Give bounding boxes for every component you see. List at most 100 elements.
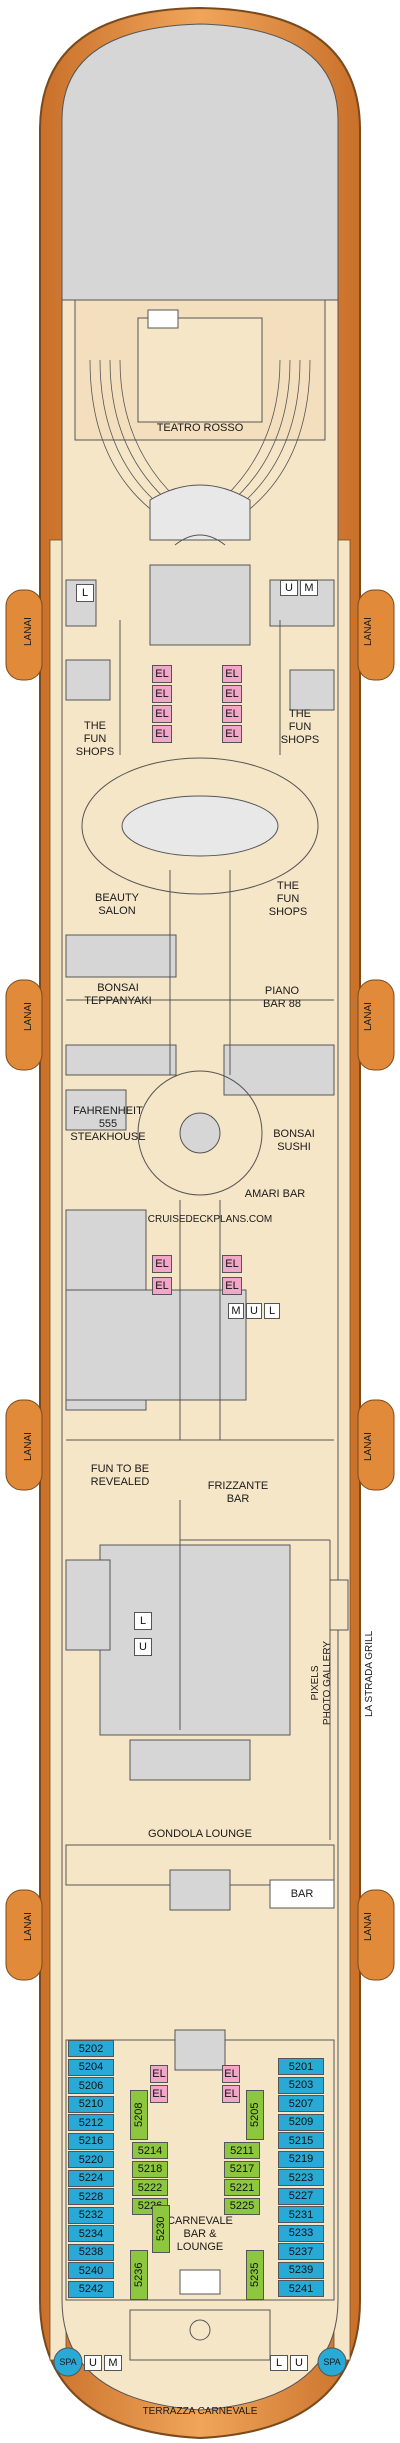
elevator: EL <box>222 1255 242 1273</box>
cabin-5234[interactable]: 5234 <box>68 2225 114 2242</box>
lift-u: U <box>280 580 298 596</box>
cabin-5233[interactable]: 5233 <box>278 2224 324 2242</box>
cabin-5215[interactable]: 5215 <box>278 2132 324 2149</box>
cabin-5201[interactable]: 5201 <box>278 2058 324 2075</box>
elevator: EL <box>152 705 172 723</box>
cabin-5207[interactable]: 5207 <box>278 2095 324 2112</box>
spa-right-label[interactable]: SPA <box>323 2357 341 2367</box>
lift-m: M <box>228 1303 244 1319</box>
lanai-bump <box>357 979 395 1071</box>
cabin-vertical[interactable]: 5235 <box>246 2250 264 2300</box>
elevator: EL <box>152 725 172 743</box>
cabin-5211[interactable]: 5211 <box>224 2142 260 2159</box>
lanai-bump <box>357 1889 395 1981</box>
amari-bar-label[interactable]: AMARI BAR <box>244 1188 306 1200</box>
cabin-5219[interactable]: 5219 <box>278 2150 324 2168</box>
elevator: EL <box>152 685 172 703</box>
lanai-label: LANAI <box>363 1002 374 1031</box>
fun-revealed-label[interactable]: FUN TO BE REVEALED <box>90 1463 150 1488</box>
lanai-bump <box>357 1399 395 1491</box>
cabin-5220[interactable]: 5220 <box>68 2151 114 2168</box>
lift-u: U <box>134 1638 152 1656</box>
fahrenheit-label[interactable]: FAHRENHEIT 555 STEAKHOUSE <box>70 1105 146 1143</box>
cabin-5228[interactable]: 5228 <box>68 2188 114 2205</box>
elevator: EL <box>222 1277 242 1295</box>
elevator: EL <box>152 1255 172 1273</box>
teatro-rosso-label[interactable]: TEATRO ROSSO <box>156 422 244 434</box>
carnevale-label[interactable]: CARNEVALE BAR & LOUNGE <box>167 2215 233 2253</box>
cabin-5239[interactable]: 5239 <box>278 2261 324 2279</box>
lift-l: L <box>134 1612 152 1630</box>
cabin-vertical[interactable]: 5230 <box>152 2205 170 2253</box>
elevator: EL <box>152 665 172 683</box>
frizzante-bar-label[interactable]: FRIZZANTE BAR <box>207 1480 269 1505</box>
forward-area <box>61 23 339 301</box>
cabin-5214[interactable]: 5214 <box>132 2142 168 2159</box>
lanai-bump <box>5 1889 43 1981</box>
spa-left-label[interactable]: SPA <box>59 2357 77 2367</box>
elevator: EL <box>222 705 242 723</box>
lanai-label: LANAI <box>23 1432 34 1461</box>
cabin-5241[interactable]: 5241 <box>278 2280 324 2297</box>
cabin-5210[interactable]: 5210 <box>68 2095 114 2113</box>
elevator: EL <box>222 725 242 743</box>
cabin-5202[interactable]: 5202 <box>68 2040 114 2057</box>
bar-label[interactable]: BAR <box>290 1888 314 1900</box>
bonsai-teppanyaki-label[interactable]: BONSAI TEPPANYAKI <box>84 982 152 1007</box>
cabin-5203[interactable]: 5203 <box>278 2076 324 2094</box>
cabin-5222[interactable]: 5222 <box>132 2179 168 2196</box>
lanai-bump <box>5 979 43 1071</box>
elevator: EL <box>150 2065 168 2083</box>
pixels-gallery-label[interactable]: PIXELS PHOTO GALLERY <box>310 1640 333 1726</box>
cabin-5227[interactable]: 5227 <box>278 2187 324 2205</box>
beauty-salon-label[interactable]: BEAUTY SALON <box>94 892 139 917</box>
cabin-5238[interactable]: 5238 <box>68 2243 114 2261</box>
elevator: EL <box>222 685 242 703</box>
lanai-label: LANAI <box>363 1912 374 1941</box>
cabin-5216[interactable]: 5216 <box>68 2132 114 2150</box>
cabin-5237[interactable]: 5237 <box>278 2243 324 2260</box>
watermark: CRUISEDECKPLANS.COM <box>147 1214 273 1225</box>
elevator: EL <box>152 1277 172 1295</box>
cabin-5240[interactable]: 5240 <box>68 2262 114 2279</box>
cabin-5223[interactable]: 5223 <box>278 2169 324 2186</box>
gondola-lounge-label[interactable]: GONDOLA LOUNGE <box>148 1828 252 1840</box>
bonsai-sushi-label[interactable]: BONSAI SUSHI <box>273 1128 315 1153</box>
lift-u: U <box>290 2355 308 2371</box>
terrazza-label[interactable]: TERRAZZA CARNEVALE <box>142 2406 258 2417</box>
fun-shops-left-label[interactable]: THE FUN SHOPS <box>75 720 115 758</box>
lanai-bump <box>357 589 395 681</box>
cabin-5218[interactable]: 5218 <box>132 2160 168 2178</box>
cabin-5242[interactable]: 5242 <box>68 2280 114 2298</box>
lift-u: U <box>246 1303 262 1319</box>
lanai-bump <box>5 1399 43 1491</box>
cabin-5212[interactable]: 5212 <box>68 2114 114 2131</box>
cabin-5225[interactable]: 5225 <box>224 2197 260 2215</box>
lanai-label: LANAI <box>363 617 374 646</box>
lift-l: L <box>76 584 94 602</box>
cabin-vertical[interactable]: 5236 <box>130 2250 148 2300</box>
cabin-5204[interactable]: 5204 <box>68 2058 114 2076</box>
cabin-5231[interactable]: 5231 <box>278 2206 324 2223</box>
lanai-label: LANAI <box>23 1912 34 1941</box>
cabin-vertical[interactable]: 5208 <box>130 2090 148 2140</box>
lift-l: L <box>270 2355 288 2371</box>
cabin-5217[interactable]: 5217 <box>224 2160 260 2178</box>
cabin-5206[interactable]: 5206 <box>68 2077 114 2094</box>
lanai-label: LANAI <box>23 1002 34 1031</box>
cabin-5232[interactable]: 5232 <box>68 2206 114 2224</box>
fun-shops-mid-label[interactable]: THE FUN SHOPS <box>268 880 308 918</box>
cabin-5209[interactable]: 5209 <box>278 2113 324 2131</box>
cabin-5224[interactable]: 5224 <box>68 2169 114 2187</box>
lift-u: U <box>84 2355 102 2371</box>
lanai-bump <box>5 589 43 681</box>
la-strada-label[interactable]: LA STRADA GRILL <box>364 1630 375 1717</box>
cabin-5221[interactable]: 5221 <box>224 2179 260 2196</box>
cabin-vertical[interactable]: 5205 <box>246 2090 264 2140</box>
lanai-label: LANAI <box>23 617 34 646</box>
elevator: EL <box>222 665 242 683</box>
lift-m: M <box>300 580 318 596</box>
fun-shops-right-label[interactable]: THE FUN SHOPS <box>280 708 320 746</box>
piano-bar-label[interactable]: PIANO BAR 88 <box>263 985 301 1010</box>
